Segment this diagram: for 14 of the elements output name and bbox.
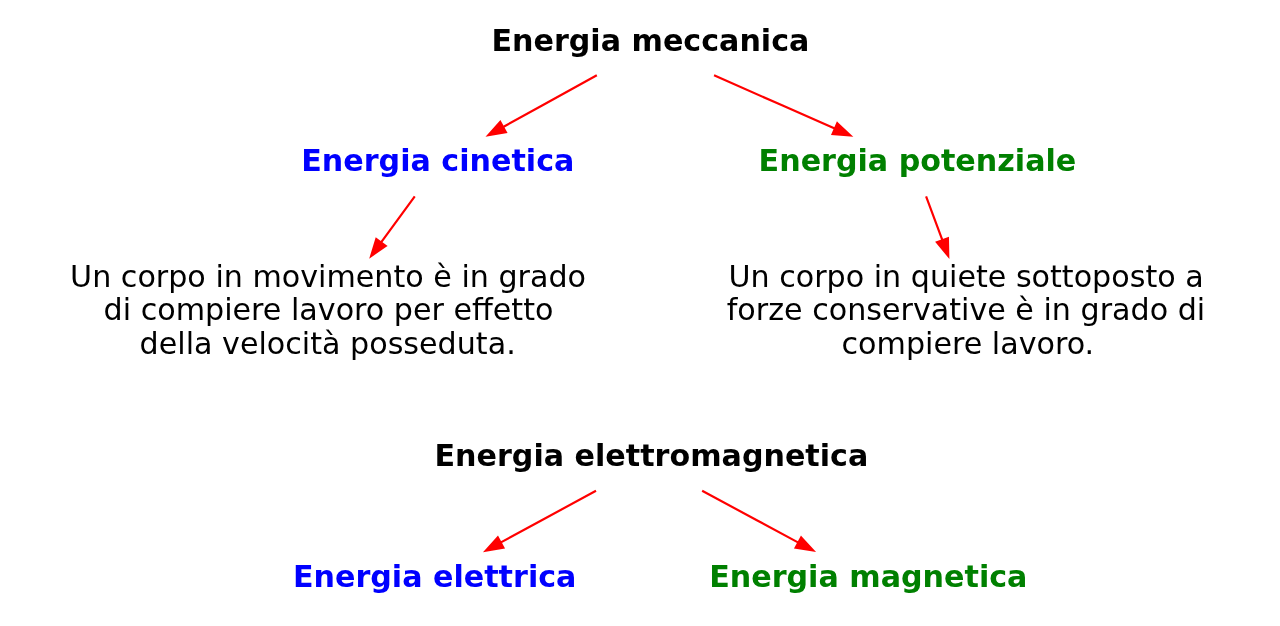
node-text: Energia meccanica [490, 22, 809, 58]
arrow [713, 74, 853, 137]
node-text: Un corpo in quiete sottoposto a forze conservative è in grado di compiere lavoro. [726, 258, 1205, 361]
node-text: Energia cinetica [300, 143, 574, 179]
arrow [701, 489, 816, 553]
node-text: Energia potenziale [758, 143, 1076, 179]
node-text: Un corpo in movimento è in grado di compiere lavoro per effetto della velocità posseduta. [69, 258, 586, 361]
node-text: Energia elettrica [292, 558, 576, 594]
arrow [924, 196, 949, 260]
arrow [368, 195, 416, 259]
arrow [485, 74, 597, 137]
arrow [482, 489, 597, 553]
node-text: Energia magnetica [708, 558, 1027, 594]
node-text: Energia elettromagnetica [433, 438, 868, 474]
